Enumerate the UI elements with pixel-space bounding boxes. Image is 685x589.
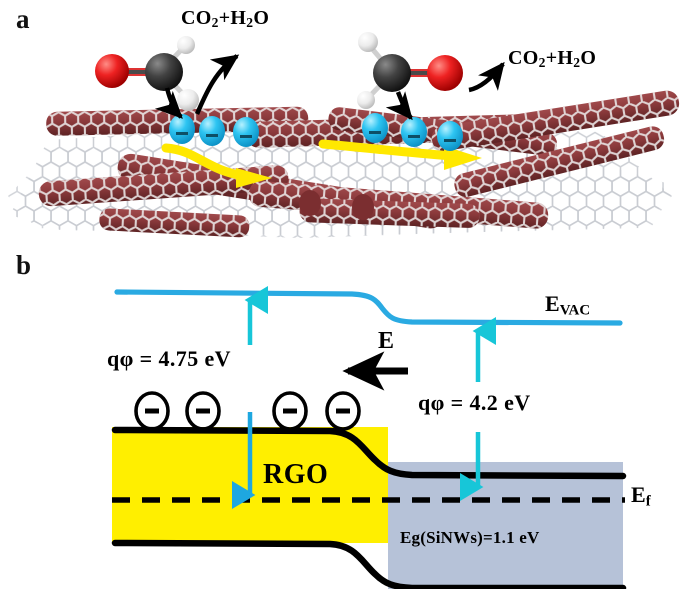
co2-h2o-label-left: CO2+H2O <box>181 8 269 30</box>
electron-sphere <box>362 113 388 143</box>
ef-subscript: f <box>645 493 651 510</box>
band-gap-label: Eg(SiNWs)=1.1 eV <box>400 528 540 547</box>
electron-sphere <box>199 116 225 146</box>
h2o-oxygen: O <box>253 7 270 29</box>
atom-carbon <box>373 54 411 92</box>
evac-symbol: E <box>545 291 560 316</box>
electron-transport-arrows <box>161 139 482 188</box>
electron-sphere <box>437 121 463 151</box>
ef-symbol: E <box>631 482 646 507</box>
h2o-oxygen: O <box>580 47 597 69</box>
co2-formula: CO <box>508 47 539 69</box>
plus-sign: + <box>545 47 558 69</box>
electron-spheres-group <box>169 113 463 151</box>
plus-sign: + <box>218 7 231 29</box>
electric-field-label: E <box>378 328 395 354</box>
vacuum-level-label: EVAC <box>545 293 590 318</box>
atom-oxygen <box>95 54 129 88</box>
co2-subscript: 2 <box>211 14 219 30</box>
co2-h2o-label-right: CO2+H2O <box>508 48 596 70</box>
valence-band-edge <box>111 539 627 589</box>
reaction-arrows <box>154 54 505 121</box>
electron-symbol <box>134 391 170 431</box>
rgo-region-label: RGO <box>263 459 329 490</box>
atom-carbon <box>145 53 183 91</box>
nanowire-end-cap <box>352 194 374 220</box>
h2o-subscript: 2 <box>246 14 254 30</box>
h2o-subscript: 2 <box>573 54 581 70</box>
h2o-formula: H <box>557 47 574 69</box>
electron-symbol <box>185 391 221 431</box>
sinws-region-fill <box>388 462 623 589</box>
formaldehyde-molecule-left <box>95 36 199 111</box>
electron-sphere <box>169 114 195 144</box>
fermi-level-label: Ef <box>631 484 651 509</box>
formaldehyde-molecule-right <box>357 32 463 109</box>
electron-symbol <box>325 391 361 431</box>
evac-subscript: VAC <box>559 302 591 319</box>
work-function-sinws-label: qφ = 4.2 eV <box>418 390 531 415</box>
panel-b-letter: b <box>16 250 32 280</box>
atom-oxygen <box>427 55 463 91</box>
electron-sphere <box>233 117 259 147</box>
accumulated-electrons <box>134 391 361 431</box>
h2o-formula: H <box>230 7 247 29</box>
vacuum-level-curve <box>114 289 623 326</box>
work-function-rgo-label: qφ = 4.75 eV <box>107 346 231 371</box>
atom-hydrogen <box>358 32 378 52</box>
panel-a-letter: a <box>16 4 30 34</box>
panel-a-illustration <box>8 32 680 238</box>
co2-formula: CO <box>181 7 212 29</box>
electron-sphere <box>401 117 427 147</box>
conduction-band-edge <box>111 426 627 480</box>
nanowire-end-cap <box>299 190 321 216</box>
atom-hydrogen <box>177 36 195 54</box>
co2-subscript: 2 <box>538 54 546 70</box>
electron-symbol <box>272 391 308 431</box>
atom-hydrogen <box>357 91 375 109</box>
